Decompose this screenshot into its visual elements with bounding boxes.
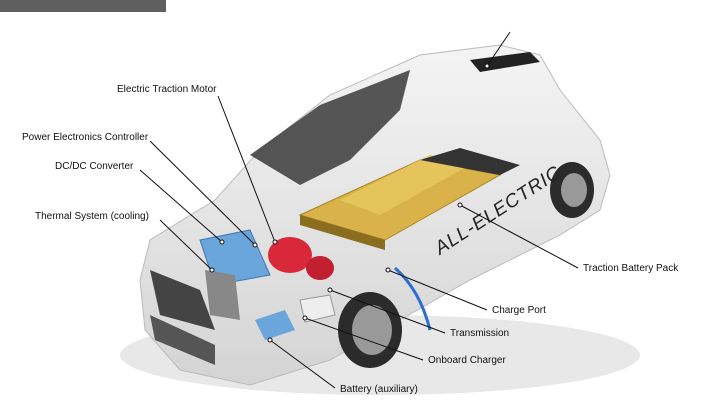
battery-pack (298, 148, 520, 250)
top-bar (0, 0, 166, 12)
leader-battery-pack (459, 204, 579, 269)
wheel-rear (550, 162, 594, 218)
lower-grille (150, 315, 215, 365)
label-traction-battery-pack: Traction Battery Pack (583, 263, 679, 274)
leader-dcdc (139, 169, 223, 243)
leader-transmission (329, 289, 446, 334)
label-transmission: Transmission (450, 328, 510, 339)
leader-onboard-charger (304, 317, 424, 361)
leader-thermal (159, 219, 213, 271)
leader-charge-port (387, 269, 488, 311)
wheel-front (338, 292, 402, 368)
leader-dots (209, 63, 490, 343)
label-electric-traction-motor: Electric Traction Motor (117, 84, 217, 95)
label-charge-port: Charge Port (492, 305, 546, 316)
leader-aux-battery (269, 339, 336, 389)
label-dcdc-converter: DC/DC Converter (55, 161, 134, 172)
label-battery-auxiliary: Battery (auxiliary) (340, 384, 418, 395)
radiator (205, 270, 240, 320)
leader-lines (139, 31, 579, 389)
label-onboard-charger: Onboard Charger (428, 355, 506, 366)
traction-motor (268, 237, 334, 280)
label-thermal-system: Thermal System (cooling) (35, 211, 149, 222)
leader-pec (149, 140, 256, 246)
windshield (250, 70, 410, 185)
aux-battery (255, 310, 295, 340)
label-power-electronics-controller: Power Electronics Controller (22, 132, 149, 143)
leader-roof (486, 31, 511, 67)
leader-motor (217, 95, 276, 243)
charge-cable (394, 266, 432, 331)
grille (150, 270, 215, 330)
onboard-charger (299, 294, 336, 323)
